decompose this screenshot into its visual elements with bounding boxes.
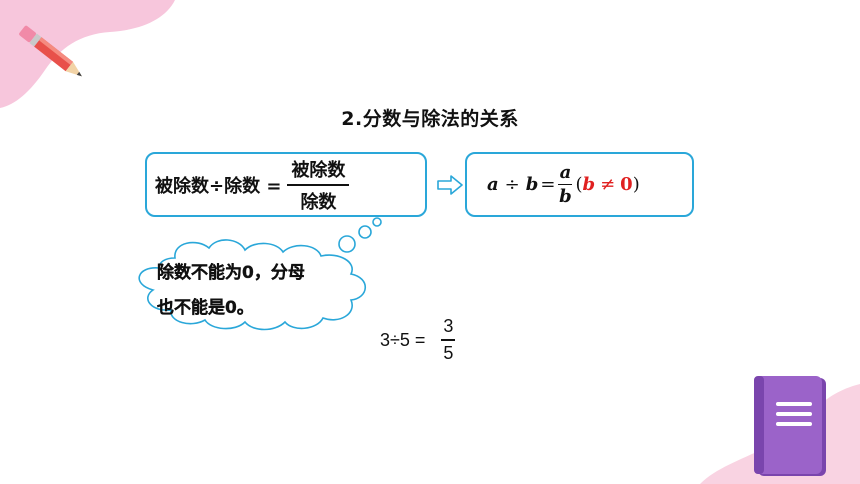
fraction-words: 被除数 除数 — [287, 156, 350, 214]
fraction-bar — [558, 183, 573, 186]
cloud-text-line1: 除数不能为0，分母 — [157, 263, 305, 283]
formula-box-words: 被除数÷除数 = 被除数 除数 — [145, 152, 427, 217]
open-paren: ( — [575, 174, 583, 195]
condition-value: 0 — [620, 174, 633, 195]
fraction-denominator: b — [559, 186, 572, 208]
notebook-icon — [754, 376, 826, 476]
example-fraction: 3 5 — [441, 316, 456, 364]
thought-cloud — [138, 217, 382, 331]
formula-operator: ÷ — [504, 174, 520, 195]
fraction-numerator: 被除数 — [291, 159, 346, 181]
fraction-numerator: 3 — [443, 316, 454, 337]
formula-dividend: a — [487, 174, 499, 195]
example-equation: 3÷5 = 3 5 — [380, 316, 456, 364]
right-arrow-icon — [437, 175, 463, 195]
fraction-letters: a b — [558, 161, 573, 208]
formula-letters: a ÷ b = a b ( b ≠ 0 ) — [487, 154, 640, 215]
formula-box-letters: a ÷ b = a b ( b ≠ 0 ) — [465, 152, 694, 217]
fraction-bar — [441, 339, 456, 341]
pencil-icon — [19, 25, 82, 77]
formula-equals: = — [540, 174, 556, 195]
fraction-bar — [287, 183, 350, 186]
slide-title: 2.分数与除法的关系 — [341, 108, 519, 130]
formula-divisor: b — [525, 174, 539, 195]
fraction-numerator: a — [559, 161, 572, 183]
close-paren: ) — [632, 174, 640, 195]
corner-decoration — [0, 0, 175, 108]
cloud-text-line2: 也不能是0。 — [157, 298, 254, 318]
fraction-denominator: 5 — [443, 342, 454, 363]
formula-words: 被除数÷除数 = 被除数 除数 — [155, 154, 350, 215]
example-text: 3÷5 = — [380, 329, 426, 350]
formula-words-text: 被除数÷除数 = — [155, 175, 282, 197]
fraction-denominator: 除数 — [300, 191, 337, 213]
condition-variable: b — [582, 174, 596, 195]
condition-operator: ≠ — [600, 174, 616, 195]
